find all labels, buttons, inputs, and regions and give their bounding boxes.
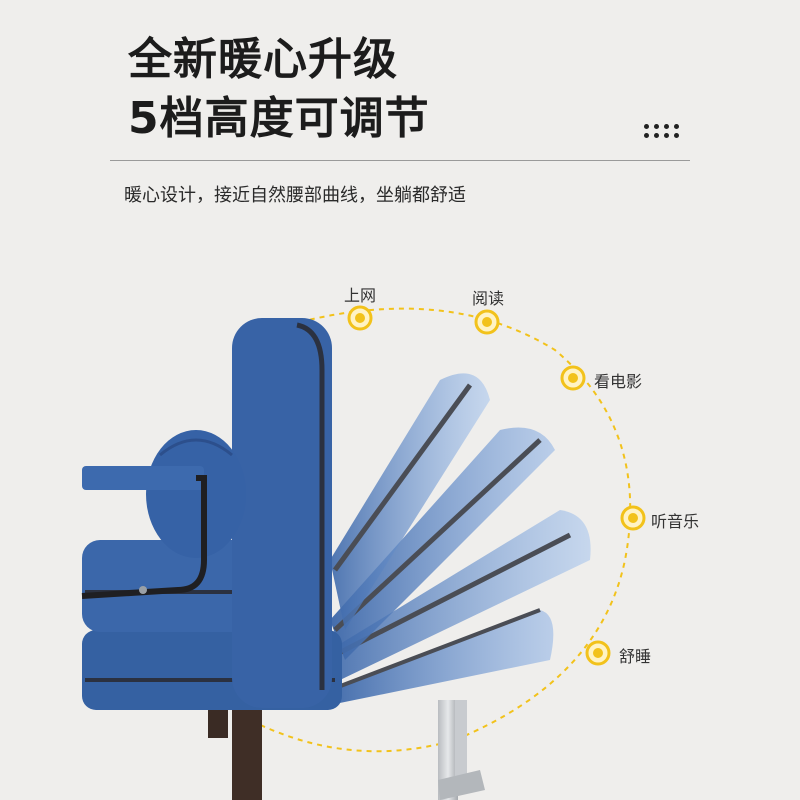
wooden-leg (232, 700, 262, 800)
mode-marker-icon (474, 309, 500, 335)
mode-label-sleep: 舒睡 (619, 647, 652, 666)
reclined-back-position-2 (330, 510, 591, 680)
armrest (82, 466, 204, 490)
headline-line-2: 5档高度可调节 (128, 93, 430, 144)
pillow (146, 430, 246, 558)
mode-marker-icon (347, 305, 373, 331)
metal-leg (455, 700, 467, 780)
mode-marker-icon (620, 505, 646, 531)
headline-line-1: 全新暖心升级 (128, 34, 398, 85)
reclined-back-position-4 (330, 373, 490, 630)
mode-marker-icon (585, 640, 611, 666)
mode-label-reading: 阅读 (472, 289, 505, 308)
mode-label-music: 听音乐 (651, 512, 700, 531)
reclined-back-position-3 (330, 427, 555, 660)
subtitle: 暖心设计，接近自然腰部曲线，坐躺都舒适 (124, 185, 466, 206)
metal-leg (438, 700, 458, 800)
divider (110, 160, 690, 161)
mode-marker-icon (560, 365, 586, 391)
backrest-upright (232, 318, 332, 708)
seat-cushion (82, 540, 258, 632)
dots-decoration-icon (644, 124, 680, 138)
reclined-back-position-1 (329, 608, 554, 705)
mode-label-browsing: 上网 (344, 286, 377, 305)
mode-label-movie: 看电影 (594, 372, 643, 391)
